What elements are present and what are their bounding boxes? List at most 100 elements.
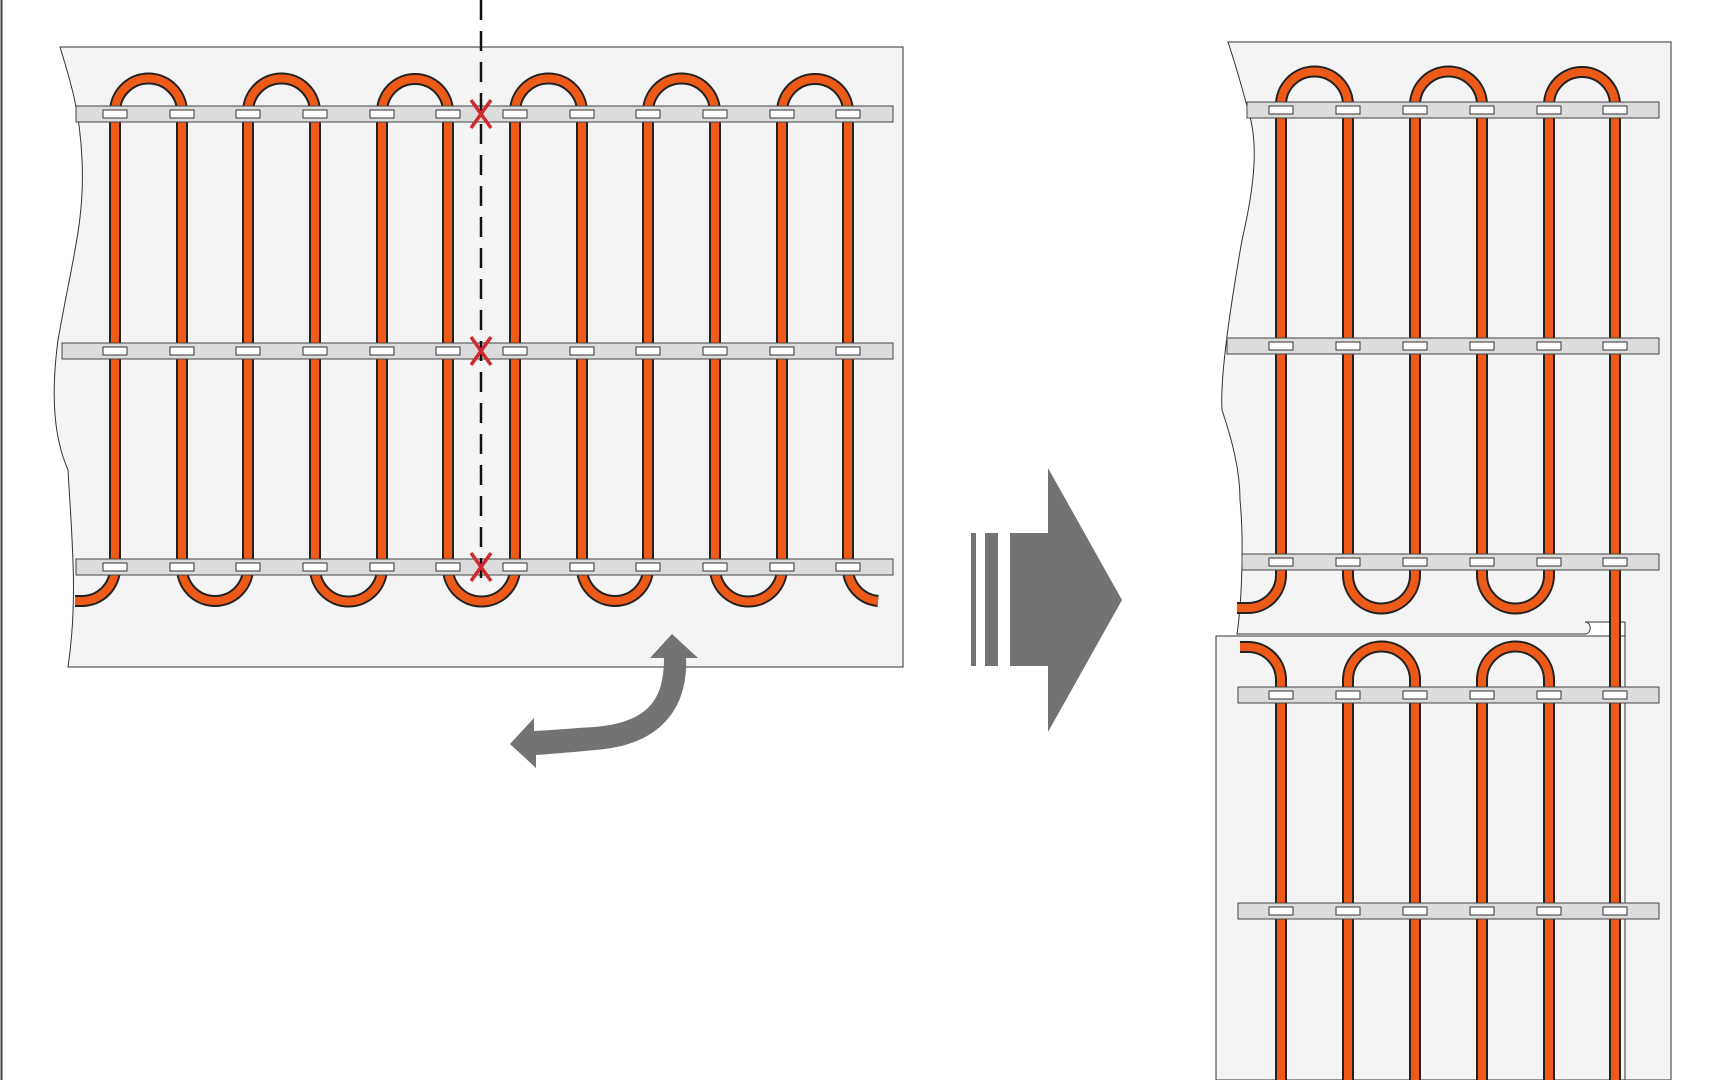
strip-clip — [1602, 906, 1628, 916]
strip-clip — [302, 109, 328, 119]
mesh-strip-bar — [1241, 553, 1660, 571]
cable-top-loop — [1277, 67, 1352, 575]
cable-top-loop — [1545, 68, 1619, 1080]
strip-clip — [169, 109, 195, 119]
cable-bottom-loop — [711, 567, 786, 606]
cable-bottom-loop — [178, 567, 252, 605]
strip-clip — [1268, 690, 1294, 700]
strip-clip — [1335, 690, 1361, 700]
mesh-strip — [1241, 553, 1660, 571]
cable-top-loop — [1411, 67, 1486, 575]
strip-clip — [1402, 341, 1428, 351]
strip-clip — [769, 109, 795, 119]
strip-clip — [1335, 105, 1361, 115]
mesh-strip-bar — [75, 558, 894, 576]
strip-clip — [1469, 557, 1495, 567]
strip-clip — [1536, 906, 1562, 916]
strip-clip — [1469, 690, 1495, 700]
strip-clip — [769, 562, 795, 572]
right-mat — [1215, 41, 1672, 1080]
strip-clip — [1602, 557, 1628, 567]
right-mesh-strips — [1226, 101, 1660, 920]
strip-clip — [1536, 341, 1562, 351]
strip-clip — [1268, 105, 1294, 115]
strip-clip — [235, 346, 261, 356]
left-mat — [53, 0, 904, 768]
strip-clip — [769, 346, 795, 356]
strip-clip — [102, 109, 128, 119]
cable-bottom-loop — [578, 567, 652, 605]
strip-clip — [435, 109, 461, 119]
cable-top-loop — [244, 74, 319, 568]
strip-clip — [1469, 906, 1495, 916]
cable-tail-left — [1240, 643, 1285, 1080]
strip-clip — [1268, 341, 1294, 351]
cable-bottom-loop — [444, 567, 519, 606]
cable-bottom-loop — [1344, 574, 1419, 613]
strip-clip — [702, 346, 728, 356]
strip-clip — [569, 562, 595, 572]
mesh-strip — [1237, 902, 1660, 920]
strip-clip — [502, 346, 528, 356]
cable-top-loop — [778, 75, 852, 568]
cable-top-loop — [1478, 642, 1553, 1080]
strip-clip — [1335, 557, 1361, 567]
x-mark-icon — [469, 335, 493, 367]
strip-clip — [635, 109, 661, 119]
strip-clip — [502, 109, 528, 119]
mesh-strip — [1237, 686, 1660, 704]
strip-clip — [1402, 906, 1428, 916]
mesh-strip — [75, 105, 894, 123]
curved-arrow-icon — [510, 634, 698, 768]
strip-clip — [1335, 906, 1361, 916]
strip-clip — [302, 346, 328, 356]
strip-clip — [102, 562, 128, 572]
mesh-strip — [75, 558, 894, 576]
cut-marks — [469, 98, 493, 583]
strip-clip — [1536, 105, 1562, 115]
cable-top-loop — [644, 74, 719, 568]
cable-top-loop — [511, 74, 586, 568]
left-mesh-strips — [61, 105, 894, 576]
mesh-strip — [1246, 101, 1660, 119]
strip-clip — [235, 109, 261, 119]
strip-clip — [435, 346, 461, 356]
strip-clip — [369, 346, 395, 356]
strip-clip — [1335, 341, 1361, 351]
strip-clip — [1268, 906, 1294, 916]
strip-clip — [1469, 341, 1495, 351]
strip-clip — [835, 562, 861, 572]
mesh-strip — [1226, 337, 1660, 355]
strip-clip — [369, 109, 395, 119]
strip-clip — [569, 109, 595, 119]
strip-clip — [102, 346, 128, 356]
strip-clip — [1602, 105, 1628, 115]
mesh-strip — [61, 342, 894, 360]
strip-clip — [502, 562, 528, 572]
left-heating-cable — [75, 72, 879, 608]
strip-clip — [235, 562, 261, 572]
strip-clip — [1602, 690, 1628, 700]
strip-clip — [702, 109, 728, 119]
strip-clip — [369, 562, 395, 572]
strip-clip — [1469, 105, 1495, 115]
cable-top-loop — [1344, 642, 1419, 1080]
strip-clip — [635, 562, 661, 572]
strip-clip — [1536, 557, 1562, 567]
mesh-strip-bar — [1246, 101, 1660, 119]
x-mark-icon — [469, 551, 493, 583]
right-arrow-icon — [971, 468, 1122, 732]
mesh-strip-bar — [1237, 902, 1660, 920]
strip-clip — [169, 346, 195, 356]
cable-bottom-loop — [1478, 574, 1553, 613]
strip-clip — [169, 562, 195, 572]
strip-clip — [435, 562, 461, 572]
mesh-strip-bar — [1237, 686, 1660, 704]
mesh-strip-bar — [61, 342, 894, 360]
strip-clip — [1536, 690, 1562, 700]
cable-top-loop — [111, 74, 186, 568]
strip-clip — [1402, 105, 1428, 115]
strip-clip — [1268, 557, 1294, 567]
